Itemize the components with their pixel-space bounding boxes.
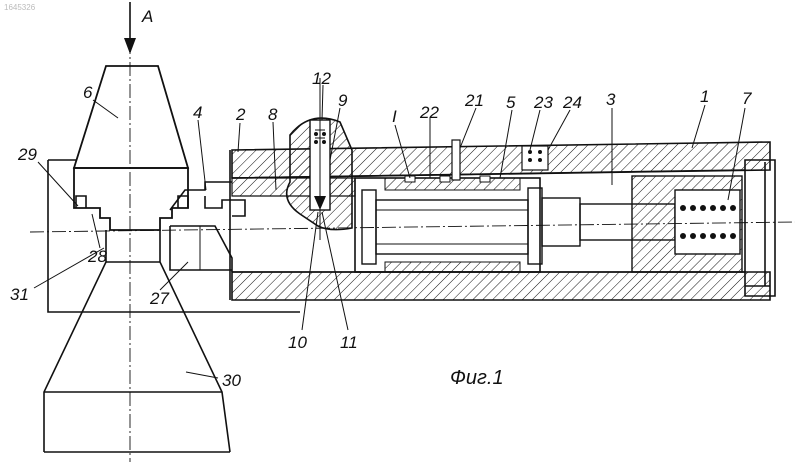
callout-2: 2 [235,105,246,124]
callout-29: 29 [17,145,37,164]
piston-assembly [354,175,543,273]
callout-27: 27 [149,289,169,308]
callout-30: 30 [222,371,241,390]
callout-6: 6 [83,83,93,102]
callout-23: 23 [533,93,553,112]
lower-cone [43,230,231,453]
callout-9: 9 [338,91,348,110]
callout-5: 5 [506,93,516,112]
callout-28: 28 [87,247,107,266]
leader-lines [33,84,746,379]
view-arrow-label: A [141,7,153,26]
callout-31: 31 [10,285,29,304]
callout-11: 11 [340,333,358,352]
view-arrow: A [124,2,153,54]
spring [680,205,736,239]
callout-24: 24 [562,93,582,112]
callout-4: 4 [193,103,202,122]
callout-3: 3 [606,90,616,109]
callout-1: 1 [700,87,709,106]
section-label: I [392,107,397,126]
corner-mark: 1645326 [4,3,36,12]
callout-12: 12 [312,69,331,88]
base-plate [47,159,300,313]
port-fittings [451,139,549,181]
callout-22: 22 [419,103,439,122]
valve-body [285,78,353,240]
callout-8: 8 [268,105,278,124]
callout-10: 10 [288,333,307,352]
horizontal-axis [29,221,796,233]
callout-21: 21 [464,91,484,110]
figure-caption: Фиг.1 [450,367,504,389]
callout-labels: 1 2 3 4 5 6 7 8 9 10 11 12 21 22 23 24 2… [10,69,752,390]
callout-7: 7 [742,89,752,108]
